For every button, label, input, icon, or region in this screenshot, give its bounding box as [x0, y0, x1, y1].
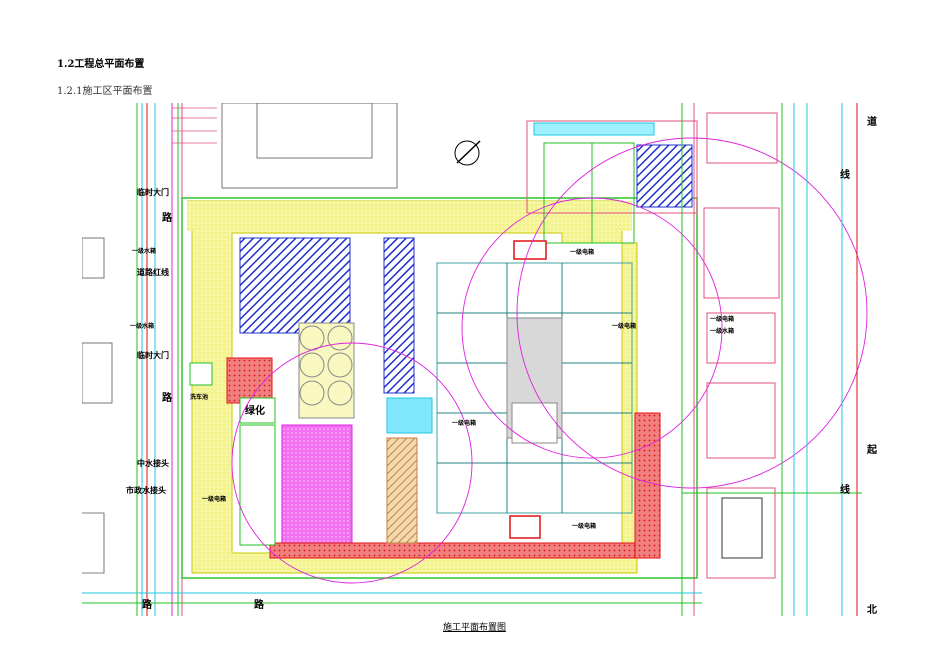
- subsection-heading: 1.2.1施工区平面布置: [57, 86, 153, 97]
- street-right-1: 道: [867, 115, 877, 128]
- reclaimed-water-label: 中水接头: [137, 458, 169, 468]
- greening-area: [239, 397, 276, 424]
- temp-gate-label-2: 临时大门: [137, 350, 169, 360]
- road-red-line-label: 道路红线: [137, 267, 169, 277]
- magenta-yard: [281, 424, 353, 544]
- water-box-right-label: 一级水箱: [710, 327, 734, 335]
- section-heading: 1.2工程总平面布置: [57, 59, 145, 70]
- crane-radius: [231, 137, 868, 584]
- site-boundary: [181, 197, 698, 579]
- elec-box-left-label: 一级电箱: [202, 495, 226, 503]
- east-buildings: [703, 112, 780, 579]
- elec-boxes: [509, 240, 547, 539]
- street-left-1: 路: [162, 211, 173, 224]
- elec-box-1-label: 一级电箱: [570, 248, 594, 256]
- street-right-4: 线: [840, 483, 850, 496]
- street-right-5: 北: [867, 603, 877, 616]
- north-east-structure: [526, 120, 698, 244]
- street-left-2: 路: [162, 391, 173, 404]
- elec-box-right-label: 一级电箱: [710, 315, 734, 323]
- street-right-3: 起: [866, 443, 878, 456]
- greening-label: 绿化: [245, 404, 265, 417]
- brick-yard: [386, 437, 418, 544]
- figure-caption: 施工平面布置图: [443, 623, 507, 633]
- main-building: [436, 262, 633, 514]
- wash-tank-box: [189, 362, 213, 386]
- elec-box-2-label: 一级电箱: [612, 322, 636, 330]
- water-box-left-label: 一级水箱: [132, 247, 156, 255]
- red-band: [269, 542, 656, 559]
- material-yard-blue: [239, 237, 351, 334]
- site-plan-drawing: 绿化: [82, 103, 882, 616]
- water-box-left2-label: 一级水箱: [130, 322, 154, 330]
- temp-gate-label-1: 临时大门: [137, 187, 169, 197]
- wash-tank-label: 洗车池: [190, 393, 208, 401]
- tanks: [298, 322, 355, 419]
- cyan-block: [386, 397, 433, 434]
- blue-bar-top-right: [636, 144, 693, 208]
- north-west-block: [172, 103, 398, 189]
- elec-box-3-label: 一级电箱: [452, 419, 476, 427]
- elec-box-4-label: 一级电箱: [572, 522, 596, 530]
- street-right-2: 线: [840, 168, 850, 181]
- left-buildings: [82, 237, 113, 574]
- street-left-4: 路: [254, 598, 265, 611]
- municipal-water-label: 市政水接头: [126, 485, 166, 495]
- street-left-3: 路: [142, 598, 153, 611]
- north-arrow-icon: [454, 140, 481, 166]
- right-street-lines: [681, 103, 858, 616]
- red-right-band: [634, 412, 661, 559]
- blue-bar-1: [383, 237, 415, 394]
